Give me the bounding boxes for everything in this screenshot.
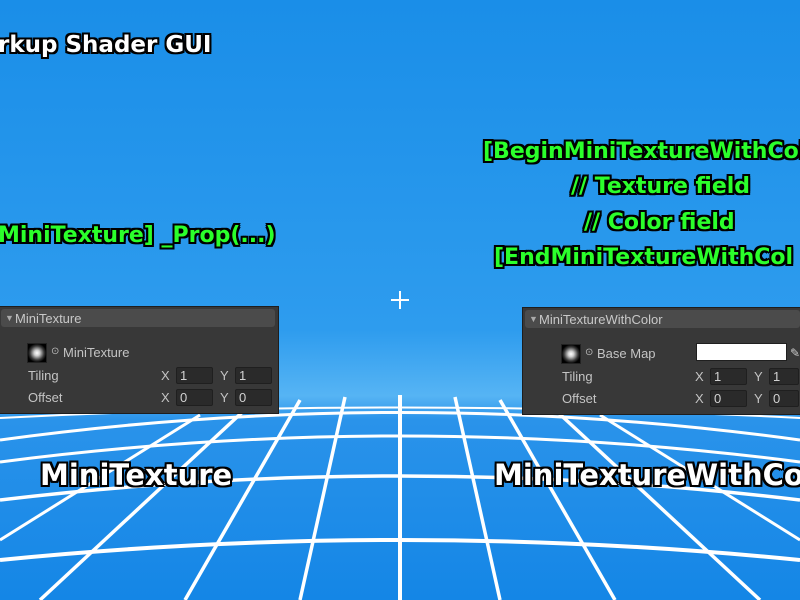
tiling-x-label: X: [695, 369, 704, 384]
right-caption: MiniTextureWithCol: [494, 458, 800, 492]
right-inspector-panel: ▼ MiniTextureWithColor ⊙ Base Map ✎ Tili…: [522, 307, 800, 415]
offset-label: Offset: [562, 391, 597, 406]
floor-grid: [0, 395, 800, 600]
crosshair-cursor-icon: [391, 291, 409, 309]
offset-y-field[interactable]: 0: [235, 389, 272, 406]
grid-line: [298, 396, 347, 600]
color-field[interactable]: [696, 343, 787, 361]
grid-line: [599, 413, 800, 542]
tiling-y-field[interactable]: 1: [235, 367, 272, 384]
tiling-x-field[interactable]: 1: [176, 367, 213, 384]
tiling-label: Tiling: [562, 369, 593, 384]
tiling-x-label: X: [161, 368, 170, 383]
offset-x-field[interactable]: 0: [710, 390, 747, 407]
offset-y-field[interactable]: 0: [769, 390, 799, 407]
left-caption: MiniTexture: [40, 458, 233, 492]
tiling-x-field[interactable]: 1: [710, 368, 747, 385]
offset-label: Offset: [28, 390, 63, 405]
tiling-y-field[interactable]: 1: [769, 368, 799, 385]
offset-y-label: Y: [754, 391, 763, 406]
foldout-arrow-icon[interactable]: ▼: [5, 313, 14, 323]
offset-x-label: X: [695, 391, 704, 406]
offset-x-field[interactable]: 0: [176, 389, 213, 406]
right-note-end: [EndMiniTextureWithCol: [494, 245, 794, 270]
left-panel-title: MiniTexture: [15, 311, 82, 326]
left-panel-header[interactable]: ▼ MiniTexture: [1, 309, 275, 327]
right-note-begin: [BeginMiniTextureWithCol: [483, 139, 800, 164]
texture-label: MiniTexture: [63, 345, 130, 360]
right-note-texture: // Texture field: [571, 174, 751, 199]
right-note-color: // Color field: [584, 210, 735, 235]
offset-x-label: X: [161, 390, 170, 405]
offset-y-label: Y: [220, 390, 229, 405]
page-title: rkup Shader GUI: [0, 32, 212, 58]
object-picker-icon[interactable]: ⊙: [51, 346, 60, 357]
texture-thumbnail[interactable]: [27, 343, 47, 363]
tiling-y-label: Y: [220, 368, 229, 383]
grid-line: [498, 399, 617, 600]
grid-line: [0, 413, 201, 542]
left-note: MiniTexture] _Prop(...): [0, 223, 276, 248]
object-picker-icon[interactable]: ⊙: [585, 347, 594, 358]
base-map-thumbnail[interactable]: [561, 344, 581, 364]
eyedropper-icon[interactable]: ✎: [790, 346, 800, 360]
grid-line: [183, 399, 302, 600]
tiling-y-label: Y: [754, 369, 763, 384]
right-panel-title: MiniTextureWithColor: [539, 312, 663, 327]
left-inspector-panel: ▼ MiniTexture ⊙ MiniTexture Tiling X 1 Y…: [0, 306, 279, 414]
tiling-label: Tiling: [28, 368, 59, 383]
grid-line: [548, 403, 762, 600]
grid-line: [453, 396, 502, 600]
grid-line: [38, 403, 252, 600]
right-panel-header[interactable]: ▼ MiniTextureWithColor: [525, 310, 800, 328]
foldout-arrow-icon[interactable]: ▼: [529, 314, 538, 324]
base-map-label: Base Map: [597, 346, 656, 361]
